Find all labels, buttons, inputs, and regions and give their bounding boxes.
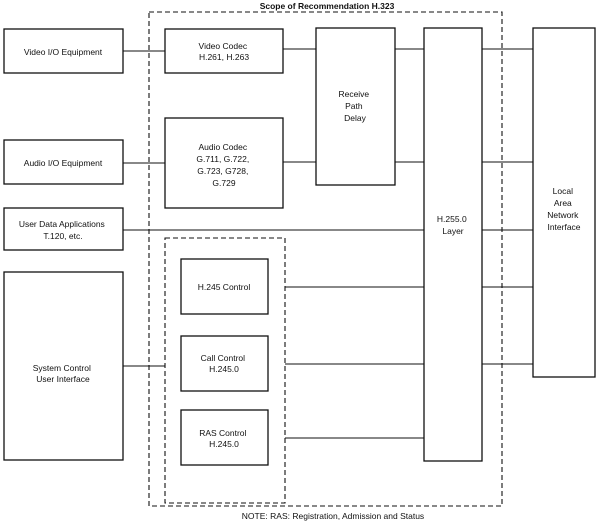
h245-control-label: H.245 Control: [198, 282, 251, 292]
system-control-box: [3, 271, 124, 461]
lan-interface-label: Local Area Network Interface: [547, 186, 581, 232]
video-io-equipment-label: Video I/O Equipment: [24, 47, 103, 57]
user-data-applications-label: User Data Applications T.120, etc.: [19, 219, 107, 241]
connection-lines: [123, 48, 533, 439]
receive-path-delay-label: Receive Path Delay: [338, 89, 371, 123]
audio-io-equipment-box: [3, 139, 124, 185]
h2250-layer-box: [423, 27, 483, 462]
footnote-text: RAS: Registration, Admission and Status: [270, 511, 424, 521]
call-control-label: Call Control H.245.0: [201, 353, 248, 374]
ras-control-box: [180, 409, 269, 466]
h2250-layer-label: H.255.0 Layer: [437, 214, 469, 236]
system-control-label: System Control User Interface: [33, 363, 93, 384]
lan-interface-box: [532, 27, 596, 378]
footnote-prefix: NOTE:: [242, 511, 268, 521]
audio-codec-box: [164, 117, 284, 209]
video-codec-label: Video Codec H.261, H.263: [199, 41, 250, 62]
h245-control-box: [180, 258, 269, 315]
ras-control-label: RAS Control H.245.0: [199, 428, 249, 449]
audio-io-equipment-label: Audio I/O Equipment: [24, 158, 103, 168]
footnote: NOTE: RAS: Registration, Admission and S…: [242, 511, 424, 521]
video-codec-box: [164, 28, 284, 74]
audio-codec-label: Audio Codec G.711, G.722, G.723, G728, G…: [196, 142, 251, 188]
scope-boundary: [148, 11, 503, 507]
receive-path-delay-box: [315, 27, 396, 186]
scope-title: Scope of Recommendation H.323: [260, 1, 395, 11]
call-control-box: [180, 335, 269, 392]
control-group-boundary: [164, 237, 286, 504]
video-io-equipment-box: [3, 28, 124, 74]
user-data-applications-box: [3, 207, 124, 251]
